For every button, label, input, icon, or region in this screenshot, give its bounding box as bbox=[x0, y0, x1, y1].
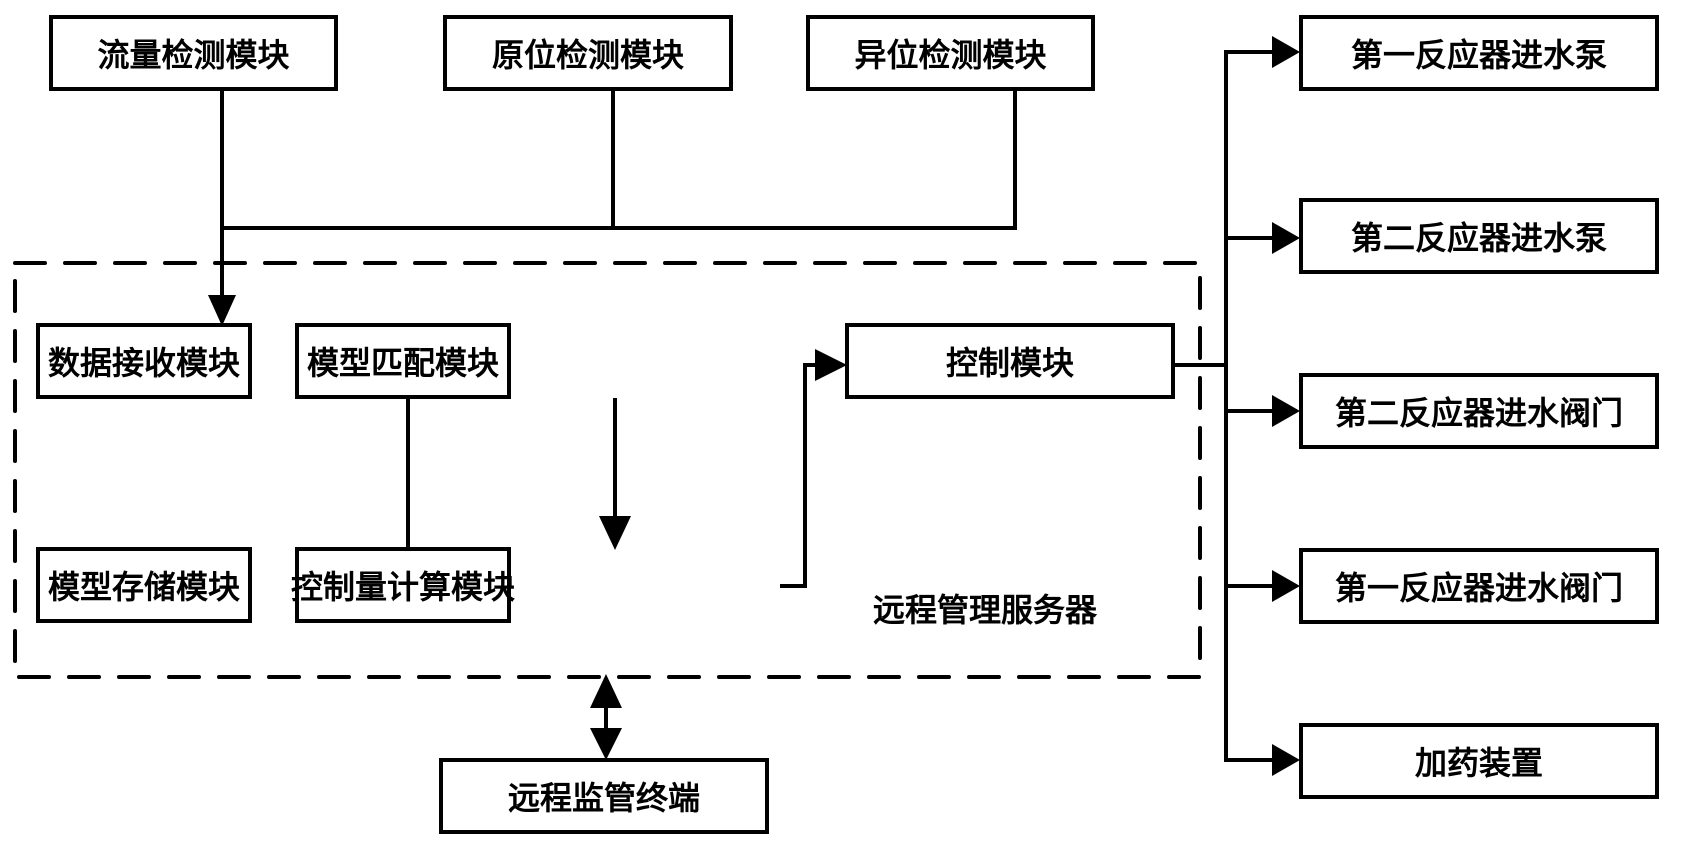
pump2-label: 第二反应器进水泵 bbox=[1350, 219, 1607, 257]
exsitu-detection-module: 异位检测模块 bbox=[806, 15, 1095, 91]
valve1-box: 第一反应器进水阀门 bbox=[1299, 548, 1659, 624]
valve1-label: 第一反应器进水阀门 bbox=[1334, 569, 1623, 607]
model-storage-label: 模型存储模块 bbox=[47, 568, 240, 606]
flow-detection-module: 流量检测模块 bbox=[49, 15, 338, 91]
arrowhead-to-dosing bbox=[1272, 744, 1300, 776]
server-label: 远程管理服务器 bbox=[873, 591, 1098, 629]
valve2-box: 第二反应器进水阀门 bbox=[1299, 373, 1659, 449]
arrowhead-to-valve2 bbox=[1272, 395, 1300, 427]
arrowhead-down-to-terminal bbox=[590, 728, 622, 760]
dosing-label: 加药装置 bbox=[1414, 744, 1543, 782]
remote-terminal: 远程监管终端 bbox=[439, 758, 769, 834]
arrowhead-to-calc bbox=[599, 516, 631, 550]
control-calc-module: 控制量计算模块 bbox=[291, 547, 515, 623]
control-label: 控制模块 bbox=[945, 344, 1074, 382]
pump1-label: 第一反应器进水泵 bbox=[1350, 36, 1607, 74]
data-receive-module: 数据接收模块 bbox=[36, 323, 252, 399]
flow-detection-label: 流量检测模块 bbox=[97, 36, 290, 74]
control-module: 控制模块 bbox=[845, 323, 1175, 399]
model-storage-module: 模型存储模块 bbox=[36, 547, 252, 623]
model-match-module: 模型匹配模块 bbox=[295, 323, 511, 399]
arrowhead-to-receive bbox=[208, 295, 236, 326]
arrowhead-to-control bbox=[815, 349, 847, 381]
arrowhead-to-valve1 bbox=[1272, 570, 1300, 602]
insitu-detection-label: 原位检测模块 bbox=[491, 36, 684, 74]
arrowhead-up-to-server bbox=[590, 674, 622, 708]
valve2-label: 第二反应器进水阀门 bbox=[1334, 394, 1623, 432]
data-receive-label: 数据接收模块 bbox=[47, 344, 240, 382]
control-calc-label: 控制量计算模块 bbox=[291, 568, 516, 606]
arrowhead-to-pump2 bbox=[1272, 222, 1300, 254]
dosing-box: 加药装置 bbox=[1299, 723, 1659, 799]
model-match-label: 模型匹配模块 bbox=[306, 344, 499, 382]
remote-terminal-label: 远程监管终端 bbox=[507, 779, 700, 817]
insitu-detection-module: 原位检测模块 bbox=[443, 15, 733, 91]
arrowhead-to-pump1 bbox=[1272, 36, 1300, 68]
exsitu-detection-label: 异位检测模块 bbox=[854, 36, 1047, 74]
pump1-box: 第一反应器进水泵 bbox=[1299, 15, 1659, 91]
pump2-box: 第二反应器进水泵 bbox=[1299, 198, 1659, 274]
